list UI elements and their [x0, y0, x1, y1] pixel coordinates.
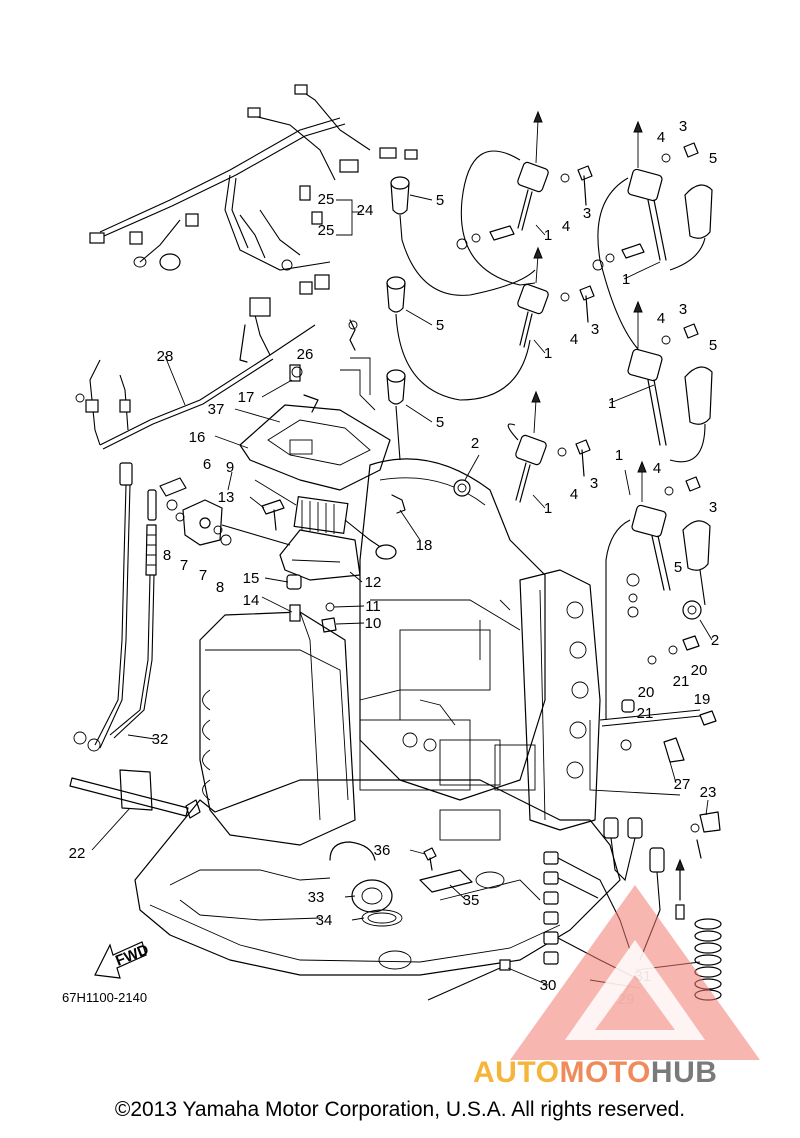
callout-22: 22 [69, 845, 86, 862]
automotohub-watermark-logo [510, 885, 760, 1060]
callout-15: 15 [243, 570, 260, 587]
callout-21: 21 [673, 673, 690, 690]
right-side-parts [589, 573, 721, 859]
callout-4: 4 [570, 331, 578, 348]
plug-cap [386, 369, 406, 461]
callout-24: 24 [357, 202, 374, 219]
callout-21: 21 [637, 705, 654, 722]
watermark-part-moto: MOTO [559, 1056, 651, 1089]
callout-18: 18 [416, 537, 433, 554]
mounting-bracket [159, 477, 291, 546]
callout-3: 3 [590, 475, 598, 492]
callout-4: 4 [562, 218, 570, 235]
ignition-coil [597, 120, 667, 361]
callout-33: 33 [308, 889, 325, 906]
callout-8: 8 [163, 547, 171, 564]
plug-cap [386, 276, 531, 401]
engine-assembly [134, 458, 621, 976]
callout-1: 1 [544, 345, 552, 362]
forward-direction-arrow: FWD [94, 941, 151, 979]
rectifier-regulator [279, 495, 397, 581]
callout-19: 19 [694, 691, 711, 708]
callout-34: 34 [316, 912, 333, 929]
wire-harness [89, 84, 418, 295]
callout-5: 5 [436, 192, 444, 209]
callout-20: 20 [691, 662, 708, 679]
callout-3: 3 [591, 321, 599, 338]
callout-8: 8 [216, 579, 224, 596]
ignition-coils [460, 110, 671, 720]
callout-13: 13 [218, 489, 235, 506]
callout-16: 16 [189, 429, 206, 446]
callout-3: 3 [679, 118, 687, 135]
callout-27: 27 [674, 776, 691, 793]
cable-band [69, 769, 201, 819]
callout-7: 7 [180, 557, 188, 574]
callout-14: 14 [243, 592, 260, 609]
callout-2: 2 [711, 632, 719, 649]
spark-plug-caps [386, 176, 713, 606]
exploded-parts-diagram: FWD 11 [69, 84, 722, 1008]
callout-numbers: 1111112233333344444455555567788910111213… [69, 118, 720, 1008]
callout-10: 10 [365, 615, 382, 632]
battery-cables [73, 462, 157, 752]
callout-6: 6 [203, 456, 211, 473]
callout-36: 36 [374, 842, 391, 859]
callout-25: 25 [318, 222, 335, 239]
callout-23: 23 [700, 784, 717, 801]
watermark-part-auto: AUTO [473, 1056, 560, 1089]
callout-25: 25 [318, 191, 335, 208]
callout-35: 35 [463, 892, 480, 909]
bottom-cowl-parts [329, 841, 473, 927]
callout-28: 28 [157, 348, 174, 365]
sub-harness [75, 297, 316, 450]
copyright-notice: ©2013 Yamaha Motor Corporation, U.S.A. A… [114, 1098, 686, 1121]
plug-cap [669, 184, 713, 271]
callout-5: 5 [674, 559, 682, 576]
callout-4: 4 [657, 310, 665, 327]
fwd-label: FWD [113, 941, 151, 970]
callout-4: 4 [657, 129, 665, 146]
ignition-coil [605, 460, 671, 720]
callout-1: 1 [544, 500, 552, 517]
ignition-coil [517, 246, 549, 348]
ignition-coil [507, 390, 547, 503]
coil-fasteners [453, 142, 702, 620]
rectifier-cover [239, 319, 391, 491]
callout-20: 20 [638, 684, 655, 701]
callout-4: 4 [570, 486, 578, 503]
callout-7: 7 [199, 567, 207, 584]
callout-30: 30 [540, 977, 557, 994]
callout-17: 17 [238, 389, 255, 406]
plug-cap [682, 520, 711, 606]
plug-cap [669, 366, 713, 463]
watermark-text: AUTOMOTOHUB [473, 1056, 717, 1090]
callout-5: 5 [436, 317, 444, 334]
callout-32: 32 [152, 731, 169, 748]
callout-3: 3 [709, 499, 717, 516]
callout-1: 1 [622, 271, 630, 288]
callout-26: 26 [297, 346, 314, 363]
callout-37: 37 [208, 401, 225, 418]
callout-1: 1 [615, 447, 623, 464]
callout-11: 11 [365, 598, 381, 615]
callout-5: 5 [709, 337, 717, 354]
callout-2: 2 [471, 435, 479, 452]
callout-3: 3 [679, 301, 687, 318]
callout-9: 9 [226, 459, 234, 476]
callout-5: 5 [436, 414, 444, 431]
callout-5: 5 [709, 150, 717, 167]
diagram-code: 67H1100-2140 [62, 990, 148, 1005]
ignition-coil [627, 300, 667, 446]
callout-3: 3 [583, 205, 591, 222]
callout-1: 1 [608, 395, 616, 412]
ignition-coil [460, 110, 549, 286]
watermark-part-hub: HUB [650, 1056, 718, 1089]
callout-1: 1 [544, 227, 552, 244]
callout-12: 12 [365, 574, 382, 591]
callout-4: 4 [653, 460, 661, 477]
plug-cap [390, 176, 536, 296]
